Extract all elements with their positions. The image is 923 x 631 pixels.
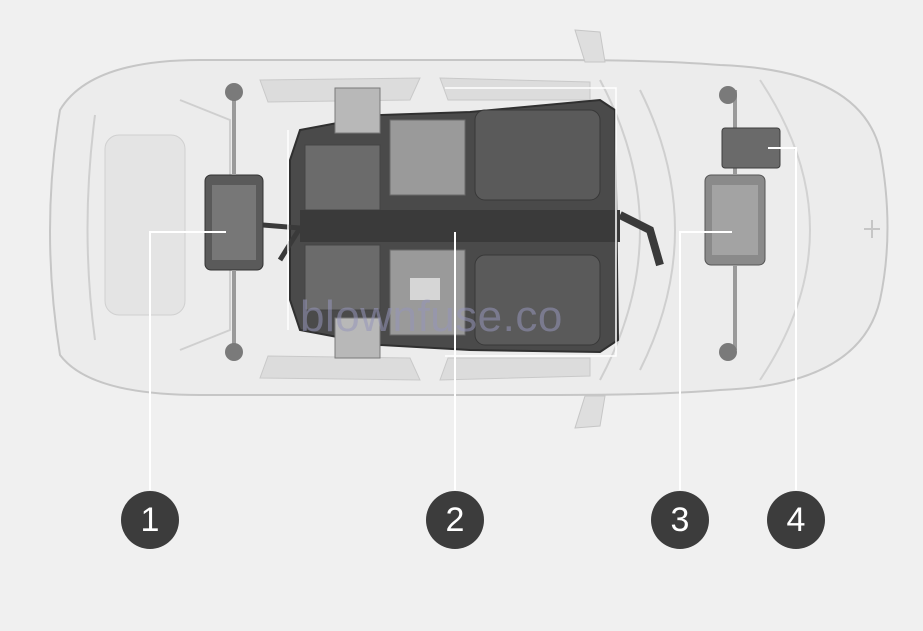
leader-line-3 [679, 231, 732, 490]
front-drive-unit [204, 83, 305, 361]
callout-1: 1 [121, 491, 179, 549]
leader-line-1 [149, 231, 226, 490]
battery-pack [289, 87, 664, 359]
leader-line-4 [768, 147, 797, 490]
callout-3: 3 [651, 491, 709, 549]
rear-drive-unit [704, 86, 766, 361]
leader-lines [149, 147, 797, 490]
callout-2: 2 [426, 491, 484, 549]
callout-4: 4 [767, 491, 825, 549]
watermark: blownfuse.co [300, 292, 563, 341]
